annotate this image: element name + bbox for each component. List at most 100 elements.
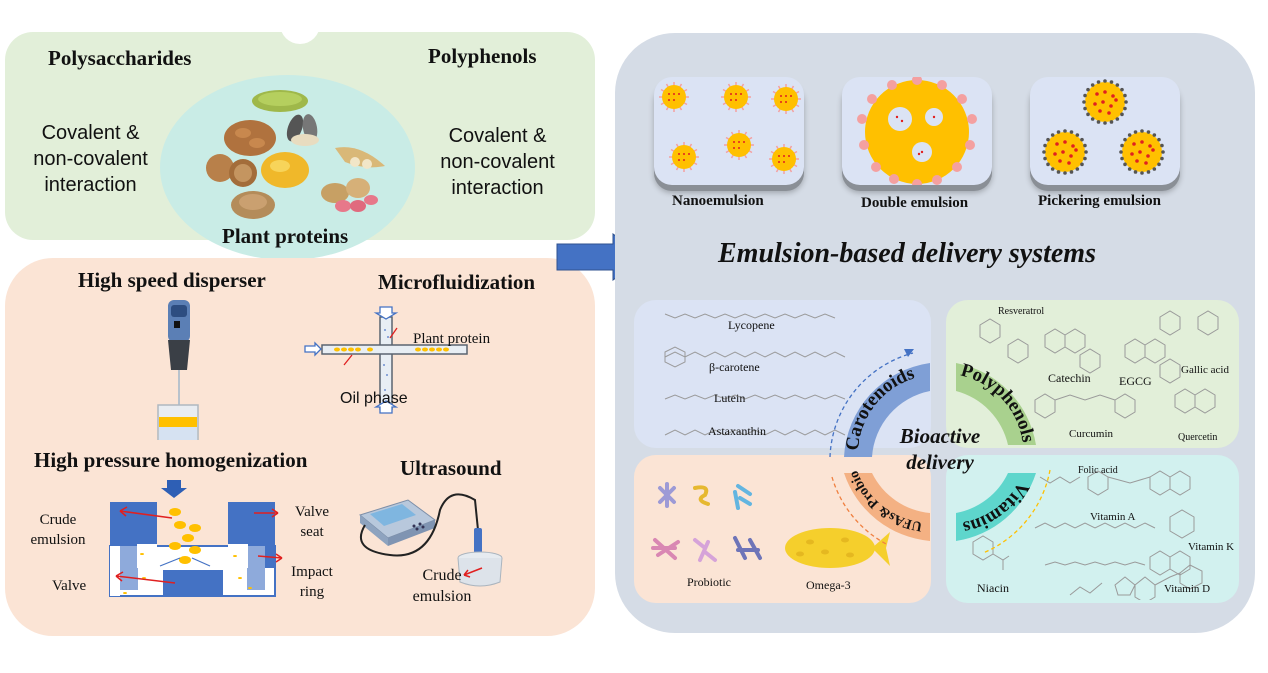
beta-carotene-label: β-carotene xyxy=(709,360,760,374)
text-line: Bioactive xyxy=(899,424,981,448)
text-line: emulsion xyxy=(30,532,86,548)
text-line: Covalent & xyxy=(448,125,547,147)
nano-droplet xyxy=(721,82,751,112)
microfluidization-title: Microfluidization xyxy=(378,270,536,294)
ultrasound-device-icon xyxy=(358,493,503,587)
emulsion-delivery-title: Emulsion-based delivery systems xyxy=(718,238,1096,269)
right-arrow-icon xyxy=(304,341,322,357)
lycopene-label: Lycopene xyxy=(728,318,775,332)
text-line: non-covalent xyxy=(440,151,555,173)
ufas-probiotics-quadrant xyxy=(634,455,931,603)
polysaccharides-title: Polysaccharides xyxy=(48,46,192,70)
walnuts-icon xyxy=(206,154,257,187)
dashed-arrow-icon xyxy=(831,476,889,546)
carotenoid-structures xyxy=(664,313,846,436)
hph-valve-seat-label: Valve seat xyxy=(282,502,342,542)
nano-droplet xyxy=(669,142,699,172)
plant-proteins-title: Plant proteins xyxy=(222,224,349,248)
pickering-emulsion-box xyxy=(1030,77,1180,185)
bioactive-delivery-ring: Carotenoids Polyphenols Vitamins UFAs& P… xyxy=(818,345,1051,554)
inlet-arrow-icon xyxy=(161,480,187,498)
catechin-label: Catechin xyxy=(1048,371,1091,385)
niacin-structure xyxy=(972,535,1010,570)
polyphenols-quadrant xyxy=(946,300,1239,448)
nano-droplet xyxy=(724,130,754,160)
text-line: interaction xyxy=(44,174,137,196)
curcumin-label: Curcumin xyxy=(1069,428,1113,440)
nano-droplet xyxy=(659,82,689,112)
text-line: non-covalent xyxy=(33,148,148,170)
pumpkin-seeds-icon xyxy=(252,90,308,112)
plant-protein-label: Plant protein xyxy=(413,331,491,347)
bacteria-icon xyxy=(693,538,717,562)
hph-impact-ring-label: Impact ring xyxy=(282,562,342,602)
probiotic-label: Probiotic xyxy=(687,575,731,589)
dashed-arrow-icon xyxy=(982,469,1051,554)
quercetin-label: Quercetin xyxy=(1178,432,1218,443)
soybeans-icon xyxy=(335,147,385,169)
nano-droplet xyxy=(771,84,801,114)
text-line: seat xyxy=(300,524,324,540)
vitamin-a-label: Vitamin A xyxy=(1090,511,1136,523)
high-pressure-homogenizer-diagram xyxy=(109,480,276,597)
text-line: delivery xyxy=(906,450,974,474)
high-speed-disperser-title: High speed disperser xyxy=(78,268,266,292)
hph-label-arrows xyxy=(115,506,283,584)
pickering-droplet xyxy=(1042,129,1088,175)
double-emulsion-box xyxy=(842,75,992,189)
egcg-label: EGCG xyxy=(1119,374,1152,388)
peanuts-icon xyxy=(321,178,378,212)
omega3-label: Omega-3 xyxy=(806,578,851,592)
high-speed-disperser-icon xyxy=(157,300,199,440)
pickering-emulsion-illustration xyxy=(1042,79,1165,175)
text-line: Valve xyxy=(294,504,330,520)
high-pressure-homogenization-title: High pressure homogenization xyxy=(34,448,308,472)
pickering-emulsion-label: Pickering emulsion xyxy=(1038,193,1161,209)
vitamin-structures xyxy=(1034,470,1203,600)
bacteria-icon xyxy=(733,536,762,560)
double-emulsion-label: Double emulsion xyxy=(861,195,969,211)
text-line: Covalent & xyxy=(41,122,140,144)
nano-droplet xyxy=(769,144,799,174)
polyphenols-ring-segment xyxy=(956,363,1036,445)
folic-acid-label: Folic acid xyxy=(1078,465,1118,476)
plant-protein-sources-illustration xyxy=(206,90,385,219)
bacteria-icon xyxy=(651,538,680,560)
text-line: Crude xyxy=(39,512,77,528)
oil-phase-label: Oil phase xyxy=(340,390,408,407)
dashed-arrow-icon xyxy=(829,352,914,458)
pickering-droplet xyxy=(1082,79,1128,125)
vitamins-ring-segment xyxy=(956,473,1036,541)
carotenoids-ring-segment xyxy=(844,363,930,457)
text-line: ring xyxy=(299,584,325,600)
vitamin-d-label: Vitamin D xyxy=(1164,583,1211,595)
microfluidization-channel-diagram xyxy=(304,306,468,414)
almonds-icon xyxy=(224,120,276,156)
hph-crude-emulsion-label: Crude emulsion xyxy=(18,510,98,550)
nanoemulsion-box xyxy=(654,77,804,185)
bacteria-icon xyxy=(658,482,676,508)
nanoemulsion-illustration xyxy=(659,82,801,174)
left-interaction-text: Covalent & non-covalent interaction xyxy=(18,120,163,198)
bacteria-icon xyxy=(693,485,710,506)
double-emulsion-illustration xyxy=(857,75,977,189)
corn-kernels-icon xyxy=(261,152,309,188)
text-line: Crude xyxy=(422,567,462,584)
bacteria-icon xyxy=(733,484,752,510)
right-interaction-text: Covalent & non-covalent interaction xyxy=(425,123,570,201)
nanoemulsion-label: Nanoemulsion xyxy=(672,193,764,209)
gallic-acid-label: Gallic acid xyxy=(1181,364,1229,376)
down-arrow-icon xyxy=(373,306,399,320)
up-arrow-icon xyxy=(373,400,399,414)
ufas-ring-segment xyxy=(844,473,930,541)
lutein-label: Lutein xyxy=(714,391,746,405)
text-line: interaction xyxy=(451,177,544,199)
pickering-droplet xyxy=(1119,129,1165,175)
probiotics-omega3-illustration xyxy=(651,482,890,568)
resveratrol-label: Resveratrol xyxy=(998,306,1045,317)
niacin-label: Niacin xyxy=(977,581,1009,595)
omega3-fish-icon xyxy=(785,528,890,568)
polyphenol-structures xyxy=(979,310,1219,419)
ultrasound-title: Ultrasound xyxy=(400,456,502,480)
wheat-grains-icon xyxy=(231,191,275,219)
